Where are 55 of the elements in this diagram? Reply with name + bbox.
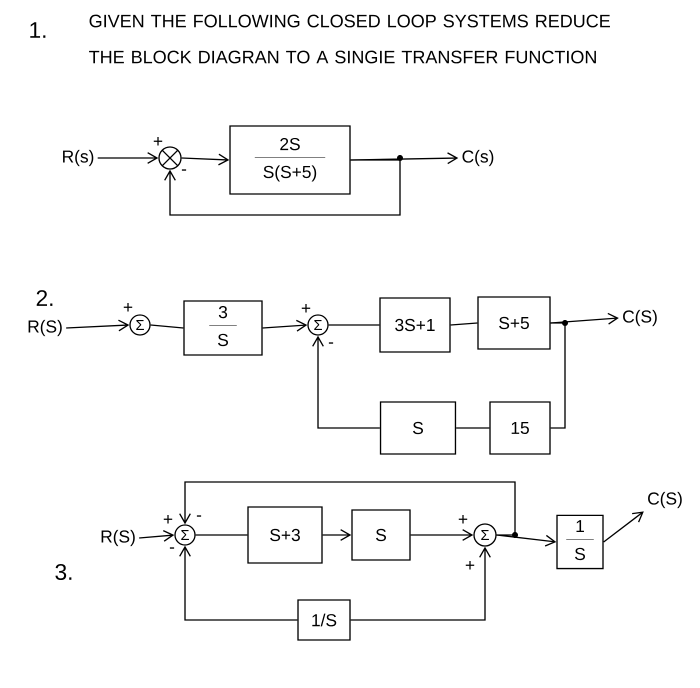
summing-junction: Σ: [129, 314, 151, 336]
sign-label: -: [170, 547, 174, 549]
problem-number: 2.: [36, 290, 52, 306]
transfer-function-block: 3 S: [183, 300, 263, 356]
signal-line: [196, 534, 248, 536]
signal-line: [150, 324, 184, 329]
transfer-function-block: S+5: [477, 296, 551, 350]
title-text: GIVEN THE FOLLOWING CLOSED LOOP SYSTEMS REDUCE THE BLOCK DIAGRAN TO A SINGIE TRANSFER FUNCTION: [89, 14, 610, 64]
sign-label: +: [458, 515, 468, 524]
signal-label: R(S): [102, 530, 135, 546]
signal-line: [328, 324, 380, 326]
signal-label: R(S): [28, 320, 62, 336]
arrow: [182, 154, 230, 166]
transfer-function-block: S: [351, 509, 411, 561]
problem-number: 1.: [30, 22, 46, 38]
arrow: [179, 546, 298, 621]
arrow: [496, 534, 556, 547]
signal-line: [550, 322, 566, 429]
arrow: [164, 159, 401, 216]
arrow: [98, 152, 158, 164]
signal-label: C(S): [648, 492, 682, 508]
arrow: [603, 511, 644, 543]
summing-junction: Σ: [473, 523, 497, 547]
arrow: [350, 546, 491, 621]
problem-number: 3.: [55, 564, 72, 580]
transfer-function-block: 15: [489, 401, 551, 455]
summing-junction: Σ: [307, 314, 329, 336]
sign-label: +: [164, 515, 172, 524]
sign-label: +: [466, 561, 474, 570]
summing-junction: Σ: [174, 524, 196, 546]
transfer-function-block: 3S+1: [379, 297, 451, 353]
arrow: [550, 312, 619, 325]
signal-label: C(s): [462, 150, 494, 166]
arrow: [410, 529, 474, 541]
transfer-function-block: 1 S: [556, 514, 604, 570]
arrow: [66, 320, 130, 332]
arrow: [322, 529, 352, 541]
transfer-function-block: 1/S: [297, 599, 351, 641]
signal-label: C(S): [623, 310, 657, 326]
sign-label: +: [124, 303, 132, 312]
sign-label: -: [196, 515, 202, 517]
arrow: [262, 320, 308, 332]
arrow: [139, 530, 174, 542]
arrow: [312, 336, 380, 429]
signal-label: R(s): [63, 150, 94, 166]
signal-line: [450, 322, 478, 326]
transfer-function-block: 2S S(S+5): [229, 125, 351, 195]
sign-label: +: [302, 304, 310, 312]
sign-label: -: [328, 342, 334, 344]
transfer-function-block: S: [380, 401, 456, 455]
arrow: [179, 481, 516, 536]
signal-line: [456, 427, 490, 429]
sign-label: +: [154, 137, 162, 146]
sign-label: -: [182, 169, 186, 171]
transfer-function-block: S+3: [247, 506, 323, 564]
